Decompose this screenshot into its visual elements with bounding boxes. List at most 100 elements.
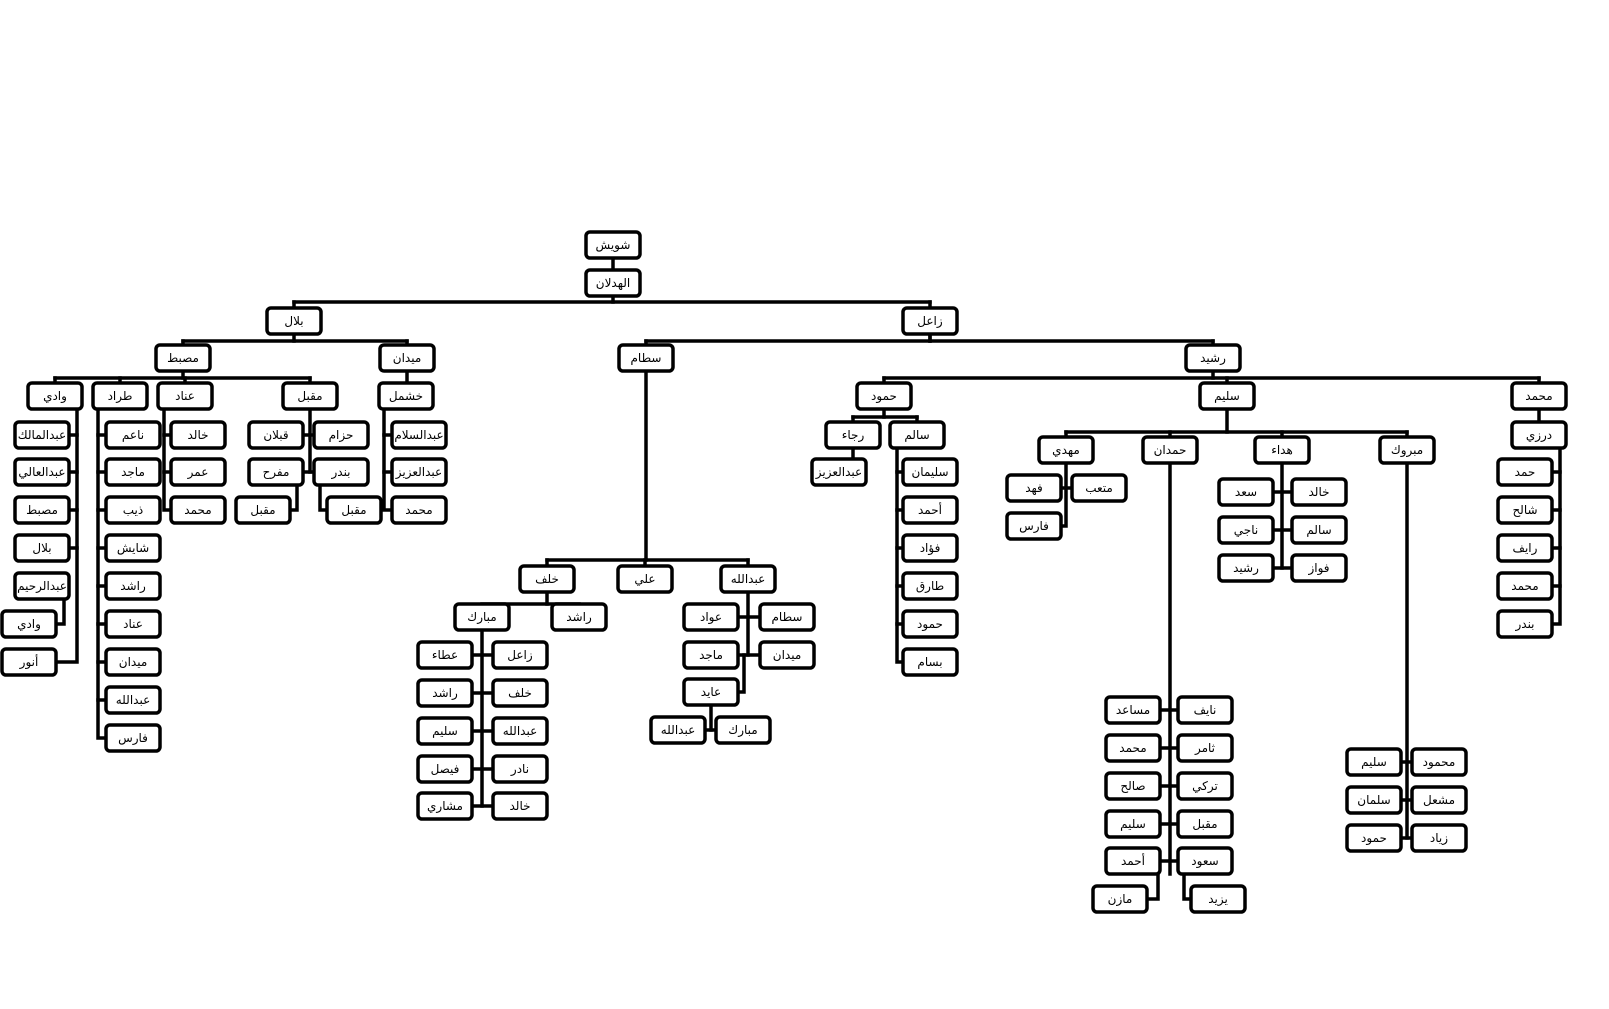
node-label: فؤاد	[920, 541, 941, 556]
node-label: ميدان	[119, 655, 148, 669]
node-box	[714, 715, 772, 745]
node-label: محمود	[1423, 755, 1456, 770]
node-label: محمد	[1119, 741, 1146, 755]
node-box	[416, 678, 474, 708]
node-box	[855, 381, 913, 411]
node-label: حمدان	[1154, 443, 1187, 457]
node-box	[491, 716, 549, 746]
node-label: مفرح	[263, 465, 290, 480]
node-box	[0, 647, 58, 677]
node-label: عبدالله	[503, 724, 537, 738]
node-box	[1290, 515, 1348, 545]
tree-node-n56: خالد	[491, 791, 549, 821]
node-box	[390, 420, 448, 450]
node-label: سالم	[1306, 523, 1331, 537]
tree-node-n112: بندر	[1496, 609, 1554, 639]
node-box	[1005, 511, 1063, 541]
node-label: شايش	[117, 541, 149, 556]
node-label: حمود	[1361, 831, 1387, 846]
tree-node-n45: مبارك	[453, 602, 511, 632]
tree-node-n55: مشاري	[416, 791, 474, 821]
node-label: عايد	[701, 685, 721, 699]
node-label: زياد	[1430, 831, 1448, 846]
tree-node-n84: خالد	[1290, 477, 1348, 507]
node-box	[91, 381, 149, 411]
node-box	[1510, 381, 1568, 411]
tree-connectors	[53, 256, 1562, 901]
tree-node-n25: راشد	[104, 571, 162, 601]
tree-node-n43: علي	[616, 564, 674, 594]
tree-node-n39: عبدالسلام	[390, 420, 448, 450]
node-label: زاعل	[917, 314, 943, 329]
node-box	[1104, 846, 1162, 876]
node-box	[390, 457, 448, 487]
node-box	[888, 420, 946, 450]
node-label: فهد	[1025, 481, 1043, 495]
node-box	[104, 647, 162, 677]
tree-node-n20: أنور	[0, 647, 58, 677]
node-box	[584, 268, 642, 298]
node-label: سالم	[904, 428, 929, 442]
tree-node-n88: فواز	[1290, 553, 1348, 583]
tree-node-n73: طارق	[901, 571, 959, 601]
node-label: سطام	[631, 351, 662, 365]
node-label: وادي	[17, 617, 41, 632]
node-label: بندر	[1514, 617, 1534, 632]
tree-node-n36: بندر	[312, 457, 370, 487]
node-box	[682, 602, 740, 632]
tree-node-n38: مقبل	[325, 495, 383, 525]
connector-line	[1182, 872, 1193, 901]
node-box	[325, 495, 383, 525]
tree-node-n74: حمود	[901, 609, 959, 639]
tree-node-n99: مازن	[1091, 884, 1149, 914]
node-box	[1290, 477, 1348, 507]
node-label: تركي	[1192, 779, 1218, 794]
node-box	[26, 381, 84, 411]
node-label: مقبل	[1192, 817, 1217, 831]
node-box	[1037, 435, 1095, 465]
tree-node-n109: شالح	[1496, 495, 1554, 525]
node-label: محمد	[184, 503, 211, 517]
node-box	[491, 678, 549, 708]
node-label: عبدالمالك	[18, 428, 66, 442]
node-box	[104, 685, 162, 715]
node-box	[518, 564, 576, 594]
node-box	[1104, 695, 1162, 725]
tree-node-n54: نادر	[491, 754, 549, 784]
tree-node-n83: سعد	[1217, 477, 1275, 507]
tree-node-n62: عبدالله	[649, 715, 707, 745]
tree-node-n35: مفرح	[247, 457, 305, 487]
tree-node-n79: مبروك	[1378, 435, 1436, 465]
tree-node-n22: ماجد	[104, 457, 162, 487]
tree-node-n52: عبدالله	[491, 716, 549, 746]
node-box	[1198, 381, 1256, 411]
tree-node-n10: طراد	[91, 381, 149, 411]
node-label: فواز	[1307, 561, 1329, 576]
node-label: خالد	[1308, 485, 1329, 499]
node-box	[649, 715, 707, 745]
node-label: حمود	[871, 389, 897, 404]
node-label: ماجد	[699, 648, 723, 662]
node-label: ميدان	[393, 351, 422, 365]
tree-node-n90: نايف	[1176, 695, 1234, 725]
node-box	[901, 457, 959, 487]
node-box	[1378, 435, 1436, 465]
node-box	[13, 495, 71, 525]
node-label: سليم	[432, 724, 458, 738]
node-box	[416, 640, 474, 670]
tree-node-n104: مشعل	[1410, 785, 1468, 815]
node-label: مهدي	[1052, 443, 1080, 457]
node-box	[491, 754, 549, 784]
tree-node-n14: عبدالمالك	[13, 420, 71, 450]
tree-node-n53: فيصل	[416, 754, 474, 784]
tree-node-n12: مقبل	[281, 381, 339, 411]
node-label: سليم	[1120, 817, 1146, 831]
node-box	[901, 647, 959, 677]
node-box	[13, 571, 71, 601]
node-label: رايف	[1513, 541, 1538, 556]
tree-node-n92: ثامر	[1176, 733, 1234, 763]
tree-node-n65: سليم	[1198, 381, 1256, 411]
node-box	[1410, 823, 1468, 853]
node-label: سليم	[1361, 755, 1387, 769]
node-label: صالح	[1120, 779, 1145, 793]
